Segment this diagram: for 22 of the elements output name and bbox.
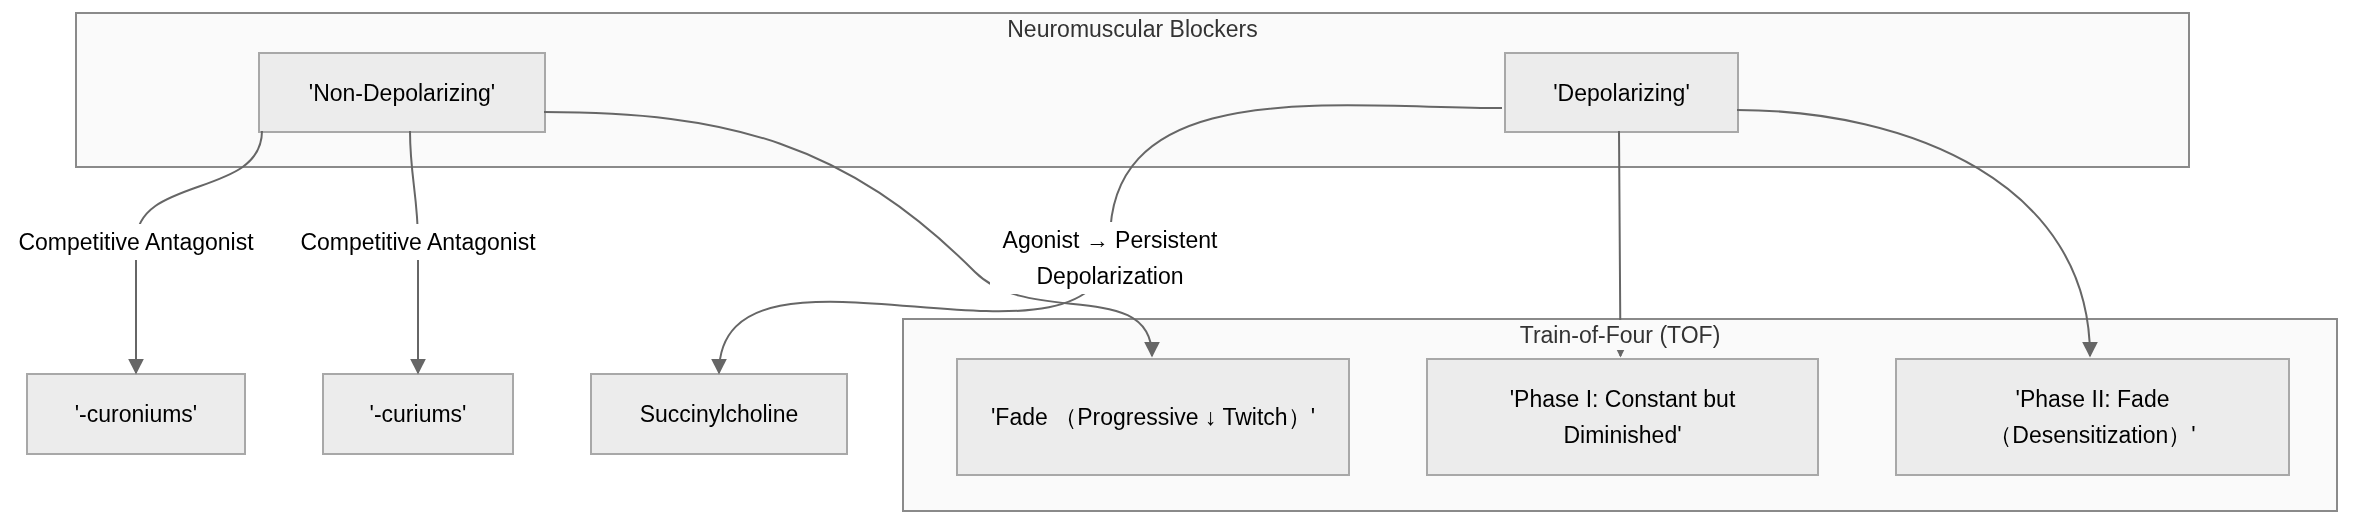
- arrow: [128, 130, 263, 375]
- node-label: 'Phase II: Fade （Desensitization）': [1988, 385, 2197, 450]
- node-label: Succinylcholine: [639, 400, 799, 429]
- process-box: [1426, 358, 1819, 476]
- process-box: [322, 373, 514, 455]
- group-container: [75, 12, 2190, 168]
- process-box: [1504, 52, 1739, 133]
- node-label: 'Non-Depolarizing': [308, 78, 496, 108]
- process-box: [258, 52, 546, 133]
- process-box: [1895, 358, 2290, 476]
- node-label: '-curiums': [369, 400, 467, 429]
- node-label: '-curoniums': [74, 400, 198, 429]
- node-label: 'Fade （Progressive ↓ Twitch）': [990, 403, 1316, 432]
- node-label: 'Phase I: Constant but Diminished': [1508, 385, 1737, 450]
- arrow: [1736, 109, 2097, 358]
- process-box: [26, 373, 246, 455]
- process-box: [956, 358, 1350, 476]
- node-label: 'Depolarizing': [1553, 78, 1690, 108]
- arrow: [543, 111, 1158, 358]
- group-container: [902, 318, 2338, 512]
- process-box: [590, 373, 848, 455]
- arrow: [714, 104, 1503, 375]
